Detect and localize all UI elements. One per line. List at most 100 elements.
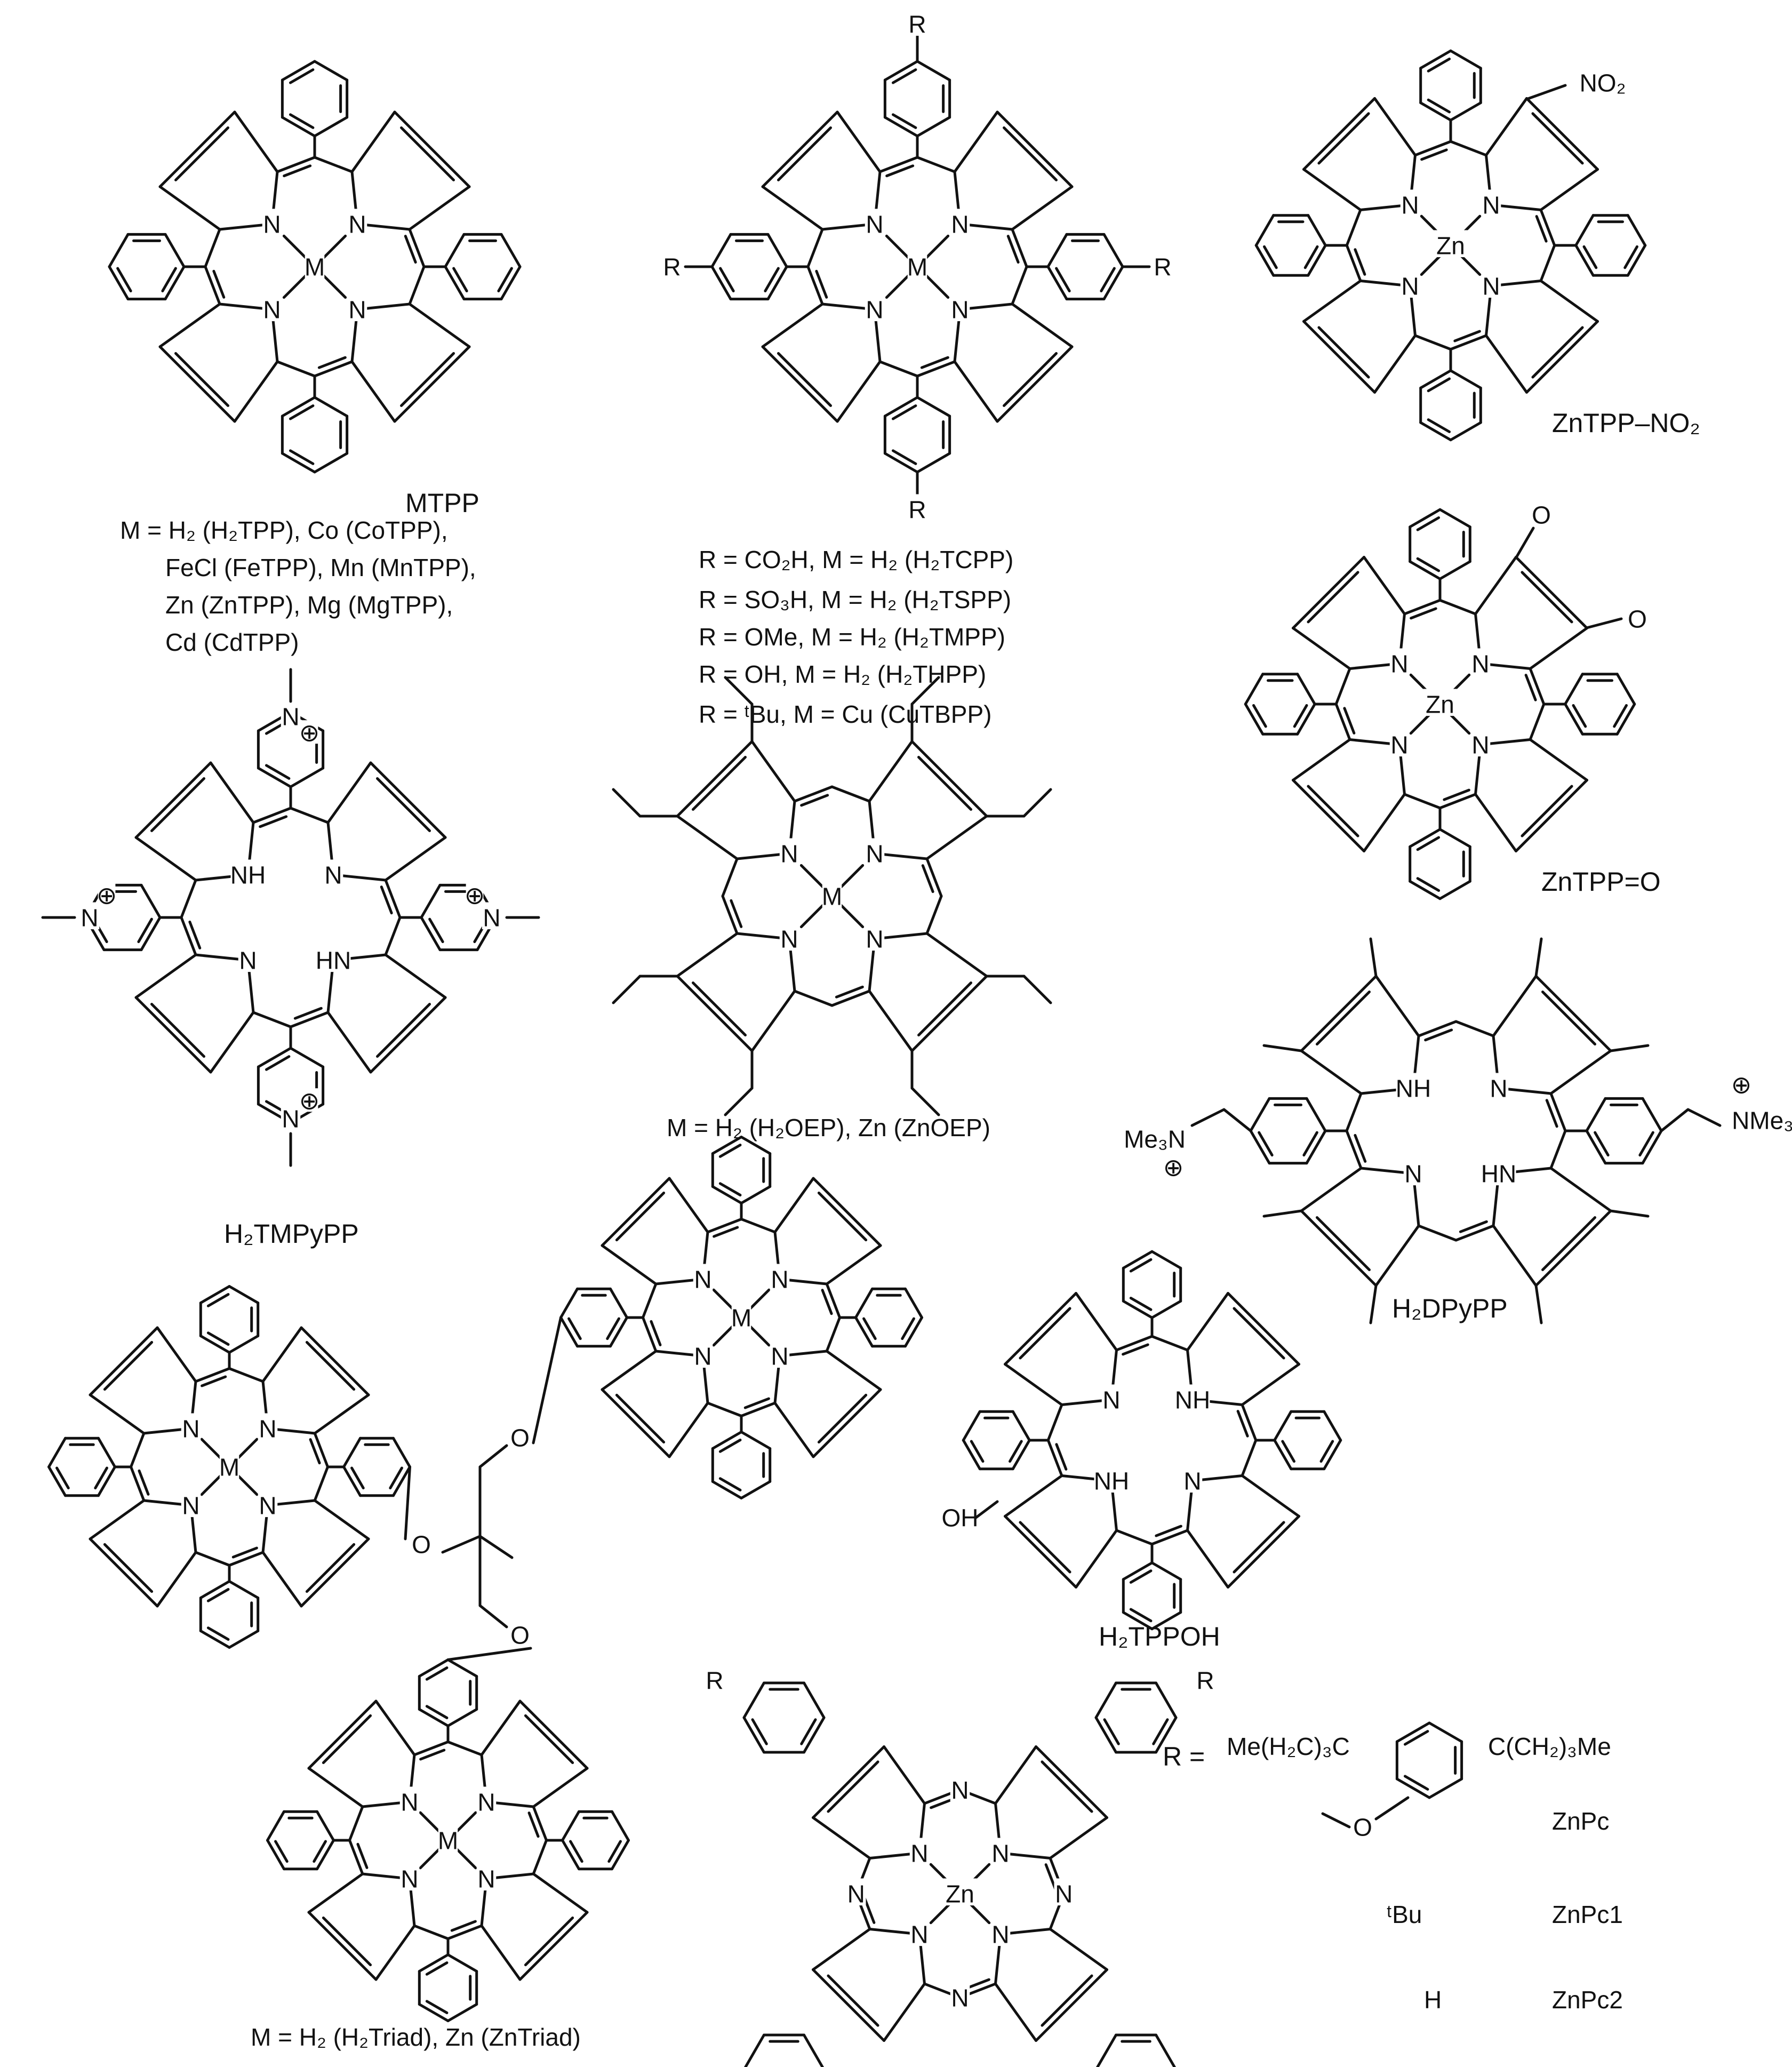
bond [1129,1569,1153,1584]
bond [209,761,255,824]
bond [384,836,447,882]
aza-nitrogen-label: N [951,1776,969,1804]
bond [1323,1410,1342,1442]
pyrrole-nitrogen-label-bg [770,1264,790,1291]
pc-row-1-compound: ZnPc [1552,1807,1609,1835]
bond [161,267,177,293]
bond [259,815,288,828]
metal-center-label-bg [438,1825,458,1853]
bond [408,228,426,268]
bond [825,1244,882,1286]
bond [235,1472,259,1496]
caption-oep: M = H₂ (H₂OEP), Zn (ZnOEP) [667,1114,990,1142]
aza-nitrogen-label-bg [950,1774,970,1802]
hydroxyl-label: OH [942,1504,979,1532]
bond [901,1317,915,1340]
bond [766,233,788,268]
bond [1075,1292,1118,1352]
pyrrole-nitrogen-label-bg [909,1919,930,1946]
pyrrole-nitrogen-label-bg [865,838,885,866]
bond [606,1317,620,1340]
bond [313,1840,327,1863]
bond [350,110,396,173]
bond [925,857,943,898]
pyrrole-nitrogen-label: N [182,1415,199,1443]
bond [164,265,186,301]
bond [1122,1250,1154,1270]
bond [1233,1521,1285,1574]
bond [761,185,824,231]
pyridinium-nitrogen-label: N [282,1105,299,1133]
caption-mtpp: M = H₂ (H₂TPP), Co (CoTPP), FeCl (FeTPP)… [120,516,476,656]
pyrrole-nitrogen-label: N [694,1343,711,1370]
bond [1302,1131,1318,1157]
bond [1122,1343,1149,1356]
bond [1395,1721,1431,1743]
bond [1438,793,1477,810]
pyridinium-nitrogen-label-bg [79,902,100,930]
bond [750,989,796,1052]
bond [800,1718,817,1745]
pyrrole-nitrogen-label: N [1404,1160,1422,1188]
bond [478,1444,508,1469]
bond [1638,1131,1654,1157]
bond [925,895,943,935]
positive-charge-label-bg [300,1088,318,1112]
bond [885,234,911,261]
bond [830,785,871,803]
bond [1150,1335,1189,1352]
bond [825,1350,882,1391]
bond [1410,607,1437,620]
bond [300,1326,370,1396]
trimethylammonium-label: NMe₃ [1732,1107,1792,1135]
bond [532,1767,589,1808]
bond [1222,1108,1252,1132]
bond [419,1811,443,1835]
bond [307,1872,364,1914]
caption-tcpp-line-3: R = OMe, M = H₂ (H₂TMPP) [699,623,1005,651]
pyrrole-nitrogen-label-bg [1396,1073,1431,1100]
bond [862,1317,877,1340]
bond [252,1011,292,1028]
pyrrole-nitrogen-label-bg [1101,1384,1122,1412]
bond [1011,302,1074,348]
bond [953,360,999,423]
bond [747,1323,771,1347]
pyrrole-nitrogen-label: N [780,925,798,953]
bond [453,1846,477,1870]
bond [1004,1515,1077,1589]
bond [326,1011,372,1074]
bond [883,1982,926,2042]
bond [806,265,824,306]
bond [188,920,202,949]
bond [1122,1561,1154,1581]
bond [300,1537,370,1608]
bond [376,1003,431,1058]
pyrrole-nitrogen-label-bg [1389,729,1410,757]
bond [740,1401,777,1417]
bond [307,1767,364,1808]
bond [883,60,919,82]
trimethylammonium-label: Me₃N [1124,1126,1186,1153]
bond [150,777,205,832]
bond [1541,1216,1597,1272]
bond [380,885,393,915]
bond [1534,937,1543,978]
bond [1343,707,1356,735]
bond [1303,245,1319,269]
bond [134,761,212,839]
bond [1307,244,1327,277]
pyrrole-nitrogen-label: N [239,947,257,975]
pyrrole-nitrogen-label-bg [1400,189,1420,217]
aza-nitrogen-label: N [951,1984,969,2012]
bond [97,1436,116,1469]
bond [1055,267,1071,293]
metal-center-label-bg [1422,689,1458,716]
bond [1254,214,1275,247]
bond [799,864,826,890]
bond [1417,1224,1458,1242]
pyrrole-nitrogen-label-bg [238,945,258,972]
pyrrole-nitrogen-label: N [348,211,366,238]
bond [342,1465,362,1497]
